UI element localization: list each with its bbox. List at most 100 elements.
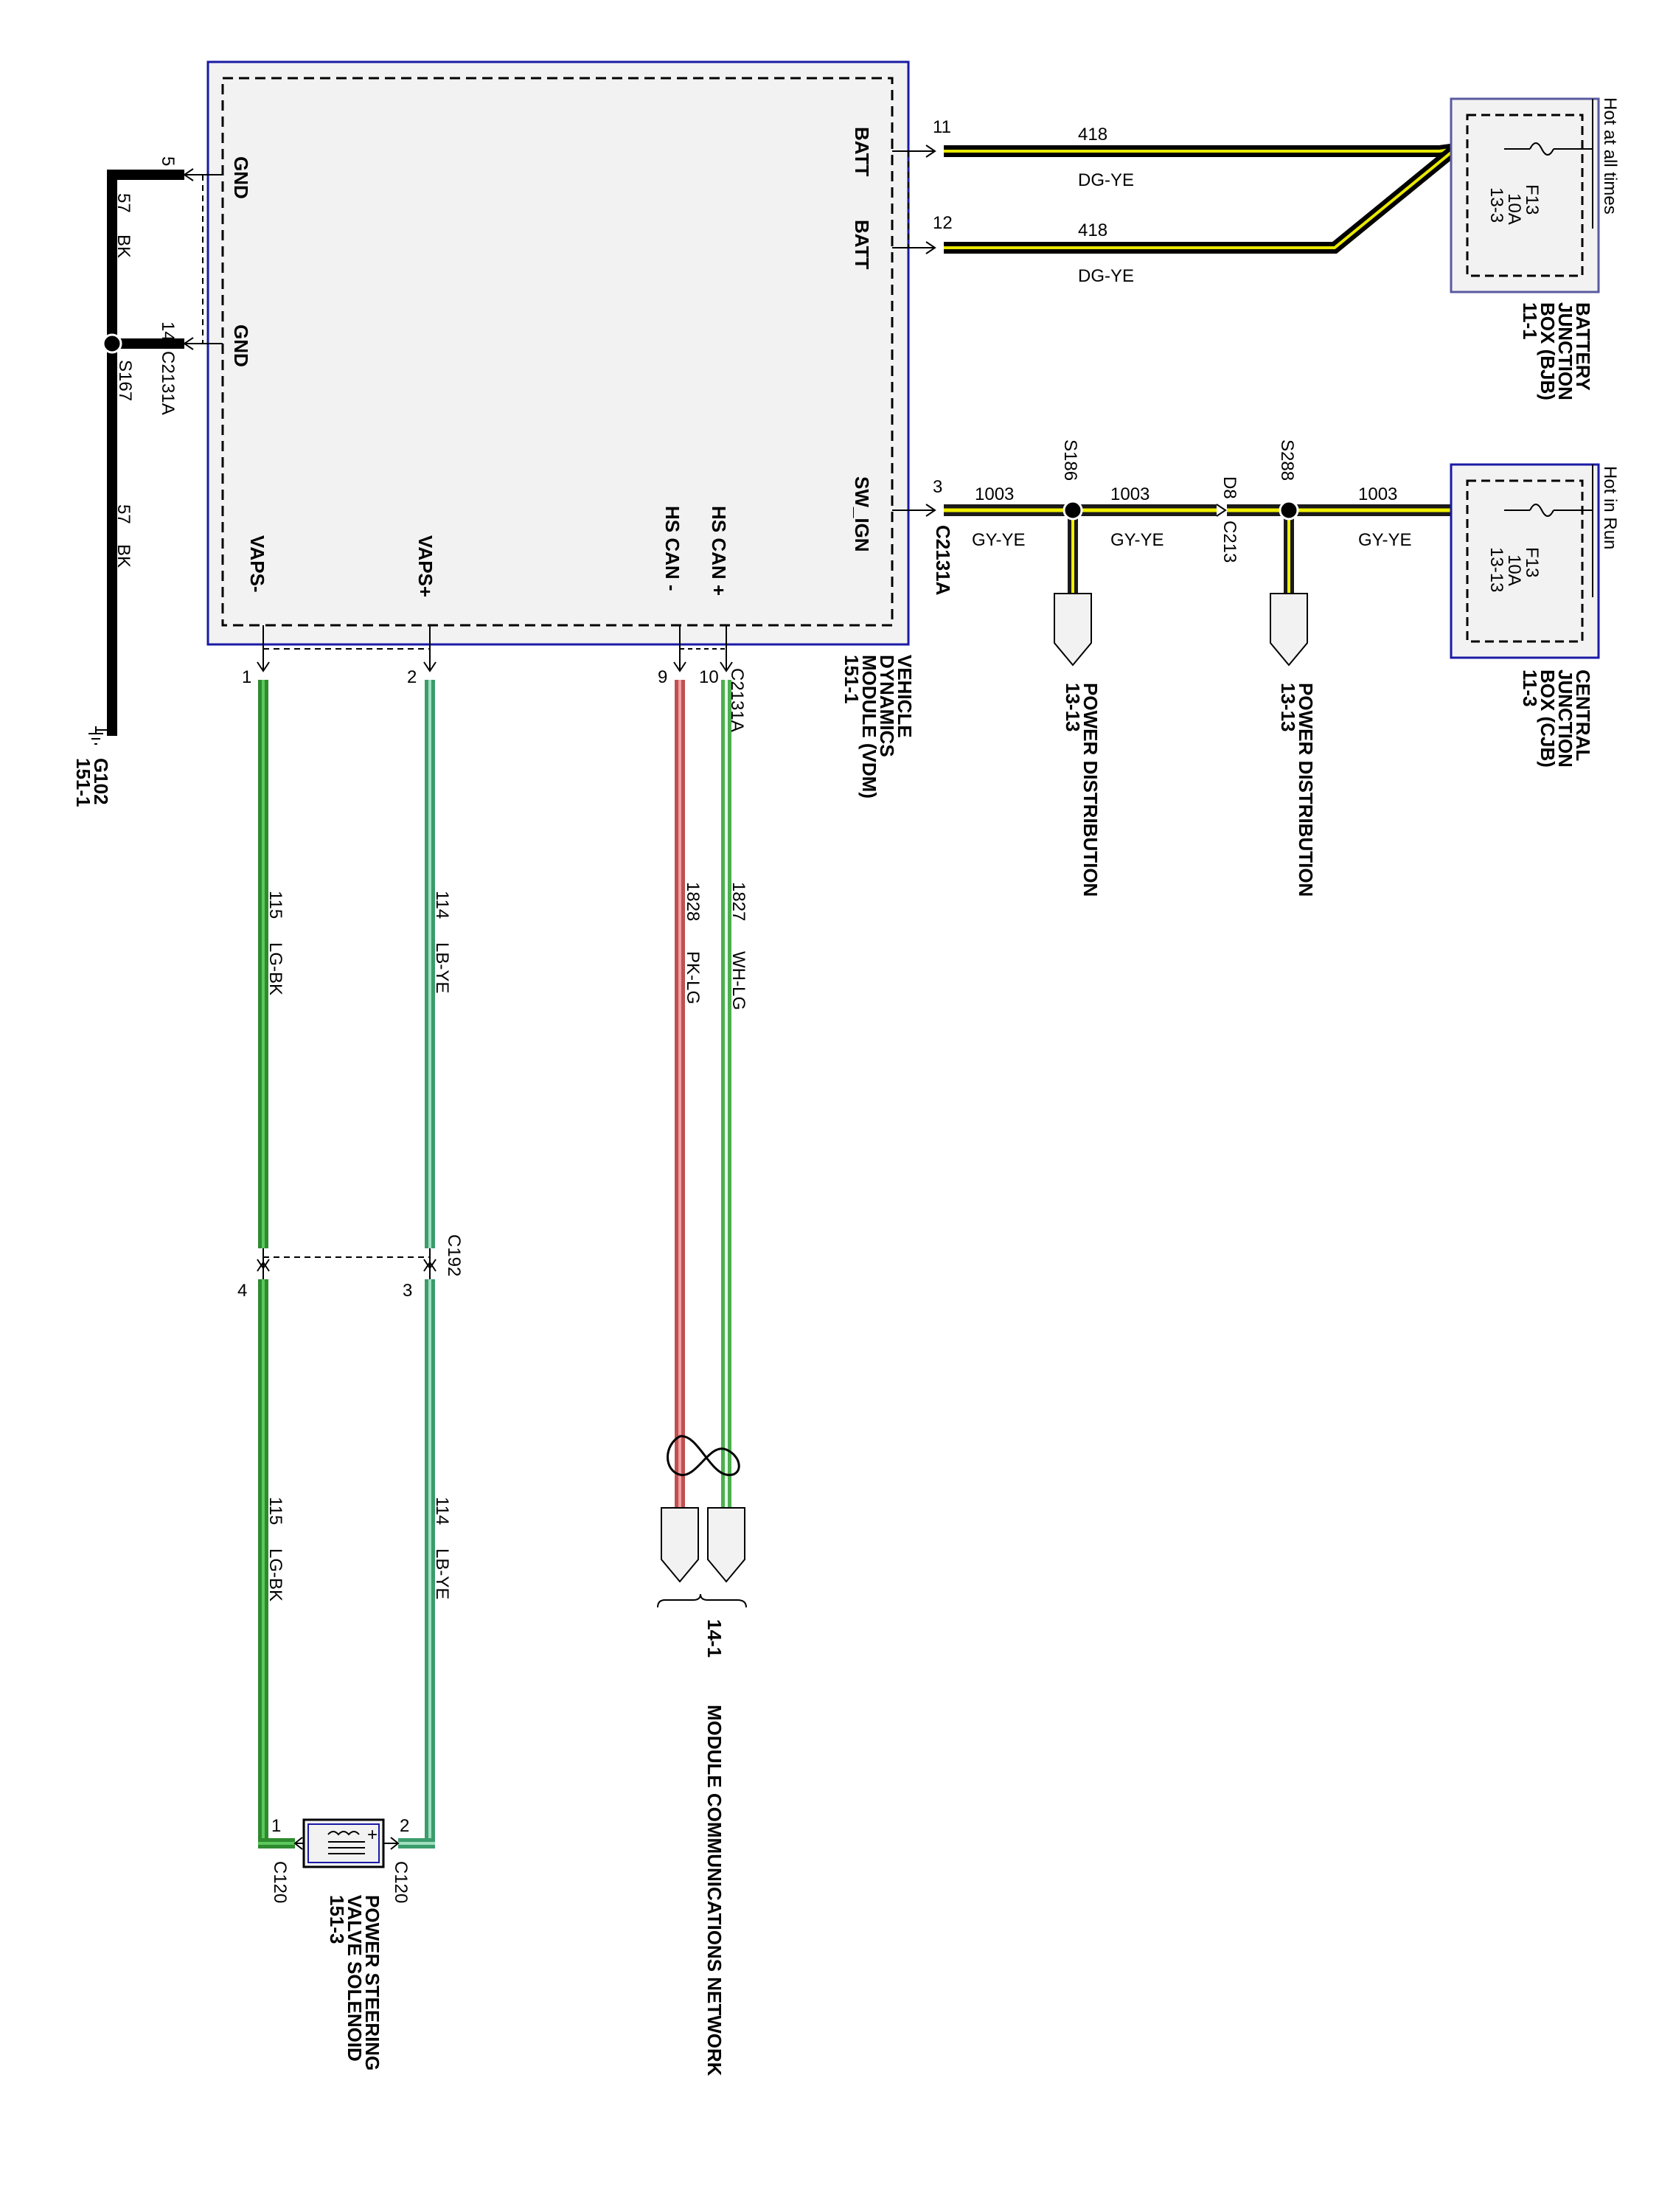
batt1-color: DG-YE bbox=[1078, 170, 1134, 190]
ground-circuit: 5 57 BK 14 C2131A S167 57 BK G102 151-1 bbox=[72, 156, 223, 807]
cjb-name-line-4: 11-3 bbox=[1519, 669, 1541, 707]
c192-vaps-plus-back bbox=[423, 1261, 437, 1272]
can-plus-pin: 10 bbox=[699, 667, 719, 687]
bjb-name-line-3: BOX (BJB) bbox=[1537, 302, 1559, 400]
cjb-status: Hot in Run bbox=[1600, 466, 1620, 549]
d8-label: D8 bbox=[1220, 476, 1239, 499]
gnd-circuit-bottom: 57 bbox=[114, 504, 133, 524]
hs-can-circuits: 9 10 C2131A 1828 PK-LG 1827 WH-LG 14-1 M… bbox=[657, 625, 748, 2076]
vaps-minus-b-circuit: 115 bbox=[265, 1497, 285, 1525]
vaps-minus-pin: 1 bbox=[242, 667, 251, 687]
solenoid-name-line-1: POWER STEERING bbox=[361, 1895, 383, 2070]
can-minus-pin: 9 bbox=[658, 667, 667, 687]
twisted-pair-icon bbox=[667, 1435, 740, 1476]
vaps-minus-arrow bbox=[257, 661, 270, 672]
bjb-name-line-2: JUNCTION bbox=[1554, 302, 1576, 400]
cjb-name-line-1: CENTRAL bbox=[1572, 669, 1594, 761]
power-distribution-2-arrow bbox=[1270, 593, 1308, 667]
cjb-name-line-3: BOX (CJB) bbox=[1537, 669, 1559, 768]
ign-circuit-c: 1003 bbox=[1358, 484, 1397, 504]
pin-label-batt-1: BATT bbox=[851, 127, 873, 177]
batt2-pin-number: 12 bbox=[933, 213, 953, 233]
vaps-plus-b-color: LB-YE bbox=[432, 1548, 452, 1599]
solenoid-inner-box bbox=[307, 1823, 380, 1863]
ign-color-a: GY-YE bbox=[972, 530, 1025, 550]
batt2-color: DG-YE bbox=[1078, 266, 1134, 286]
vaps-minus-circuit: 115 bbox=[265, 891, 285, 919]
batt1-arrow bbox=[925, 145, 936, 158]
splice-s186-dot bbox=[1062, 500, 1083, 521]
ign-arrow bbox=[925, 504, 936, 517]
batt-circuits: 11 418 DG-YE 12 418 DG-YE bbox=[892, 117, 1504, 286]
gnd-connector-c2131a: C2131A bbox=[158, 351, 178, 415]
vaps-plus-pin: 2 bbox=[407, 667, 417, 687]
ign-pin-number: 3 bbox=[933, 477, 942, 497]
pin-label-vaps-minus: VAPS- bbox=[246, 535, 268, 593]
central-junction-box: F13 10A 13-13 Hot in Run CENTRAL JUNCTIO… bbox=[1450, 463, 1620, 768]
vdm-name-line-1: VEHICLE bbox=[894, 655, 916, 738]
cjb-name-line-2: JUNCTION bbox=[1554, 669, 1576, 768]
vdm-name-line-3: MODULE (VDM) bbox=[858, 655, 880, 799]
solenoid-coil-icon bbox=[327, 1831, 360, 1836]
ground-pin-14-arrow bbox=[183, 337, 194, 350]
vaps-minus-b-pin: 4 bbox=[237, 1281, 247, 1301]
solenoid-name-line-3: 151-3 bbox=[326, 1895, 348, 1944]
bjb-name-line-4: 11-1 bbox=[1519, 302, 1541, 340]
mcn-label: MODULE COMMUNICATIONS NETWORK bbox=[703, 1705, 726, 2076]
gnd-circuit-top: 57 bbox=[114, 193, 133, 213]
batt1-pin-number: 11 bbox=[933, 117, 951, 137]
cjb-fuse-number: F13 bbox=[1522, 547, 1542, 577]
gnd-pin-5-number: 5 bbox=[158, 156, 178, 166]
mcn-ref: 14-1 bbox=[703, 1619, 726, 1658]
bjb-fuse-ref: 13-3 bbox=[1486, 187, 1506, 223]
batt2-circuit: 418 bbox=[1078, 220, 1107, 240]
wire-418-batt2-outer bbox=[944, 144, 1460, 254]
bjb-name-line-1: BATTERY bbox=[1572, 302, 1594, 391]
splice-s167-label: S167 bbox=[115, 360, 135, 401]
gnd-color-bottom: BK bbox=[114, 544, 133, 568]
bjb-box bbox=[1450, 97, 1600, 293]
splice-s186-label: S186 bbox=[1060, 439, 1080, 481]
vaps-minus-color: LG-BK bbox=[265, 942, 285, 995]
vaps-plus-color: LB-YE bbox=[432, 942, 452, 993]
vdm-name-line-2: DYNAMICS bbox=[876, 655, 898, 757]
solenoid-connector-1: C120 bbox=[270, 1861, 290, 1903]
c192-label: C192 bbox=[444, 1234, 464, 1276]
pin-label-vaps-plus: VAPS+ bbox=[414, 535, 437, 597]
gnd-color-top: BK bbox=[114, 234, 133, 258]
ign-circuit-a: 1003 bbox=[975, 484, 1014, 504]
power-distribution-1-arrow bbox=[1054, 593, 1092, 667]
cjb-box bbox=[1450, 463, 1600, 659]
power-distribution-1-ref: 13-13 bbox=[1062, 683, 1084, 732]
vaps-plus-circuit: 114 bbox=[432, 891, 452, 919]
power-distribution-2-ref: 13-13 bbox=[1277, 683, 1299, 732]
solenoid-arrow-left bbox=[293, 1837, 303, 1850]
vdm-name-line-4: 151-1 bbox=[841, 655, 863, 704]
vaps-plus-arrow bbox=[423, 661, 437, 672]
vaps-plus-b-pin: 3 bbox=[403, 1281, 412, 1301]
pin-label-hs-can-minus: HS CAN - bbox=[661, 506, 684, 591]
solenoid-name-line-2: VALVE SOLENOID bbox=[344, 1895, 366, 2062]
can-plus-network-arrow bbox=[707, 1507, 745, 1583]
cjb-fuse-ref: 13-13 bbox=[1486, 547, 1506, 592]
pin-label-hs-can-plus: HS CAN + bbox=[708, 506, 730, 596]
can-minus-color: PK-LG bbox=[683, 951, 703, 1004]
bjb-status: Hot at all times bbox=[1600, 97, 1620, 215]
pin-label-sw-ign: SW_IGN bbox=[851, 476, 873, 552]
pin-label-batt-2: BATT bbox=[851, 220, 873, 270]
ign-circuit-b: 1003 bbox=[1110, 484, 1150, 504]
vdm-module-box bbox=[206, 60, 910, 646]
can-plus-arrow bbox=[720, 661, 733, 672]
ign-color-c: GY-YE bbox=[1358, 530, 1411, 550]
gnd-pin-14-number: 14 bbox=[158, 321, 178, 341]
cjb-fuse-rating: 10A bbox=[1504, 554, 1524, 586]
can-minus-circuit: 1828 bbox=[683, 882, 703, 921]
can-connector: C2131A bbox=[727, 668, 747, 732]
ign-color-b: GY-YE bbox=[1110, 530, 1164, 550]
vaps-circuits: 1 2 115 LG-BK 114 LB-YE C192 4 3 115 LG-… bbox=[237, 625, 464, 1848]
solenoid-arrow-right bbox=[390, 1837, 400, 1850]
ground-g102-ref: 151-1 bbox=[72, 758, 94, 807]
power-distribution-1-label: POWER DISTRIBUTION bbox=[1079, 683, 1102, 897]
can-minus-arrow bbox=[673, 661, 686, 672]
